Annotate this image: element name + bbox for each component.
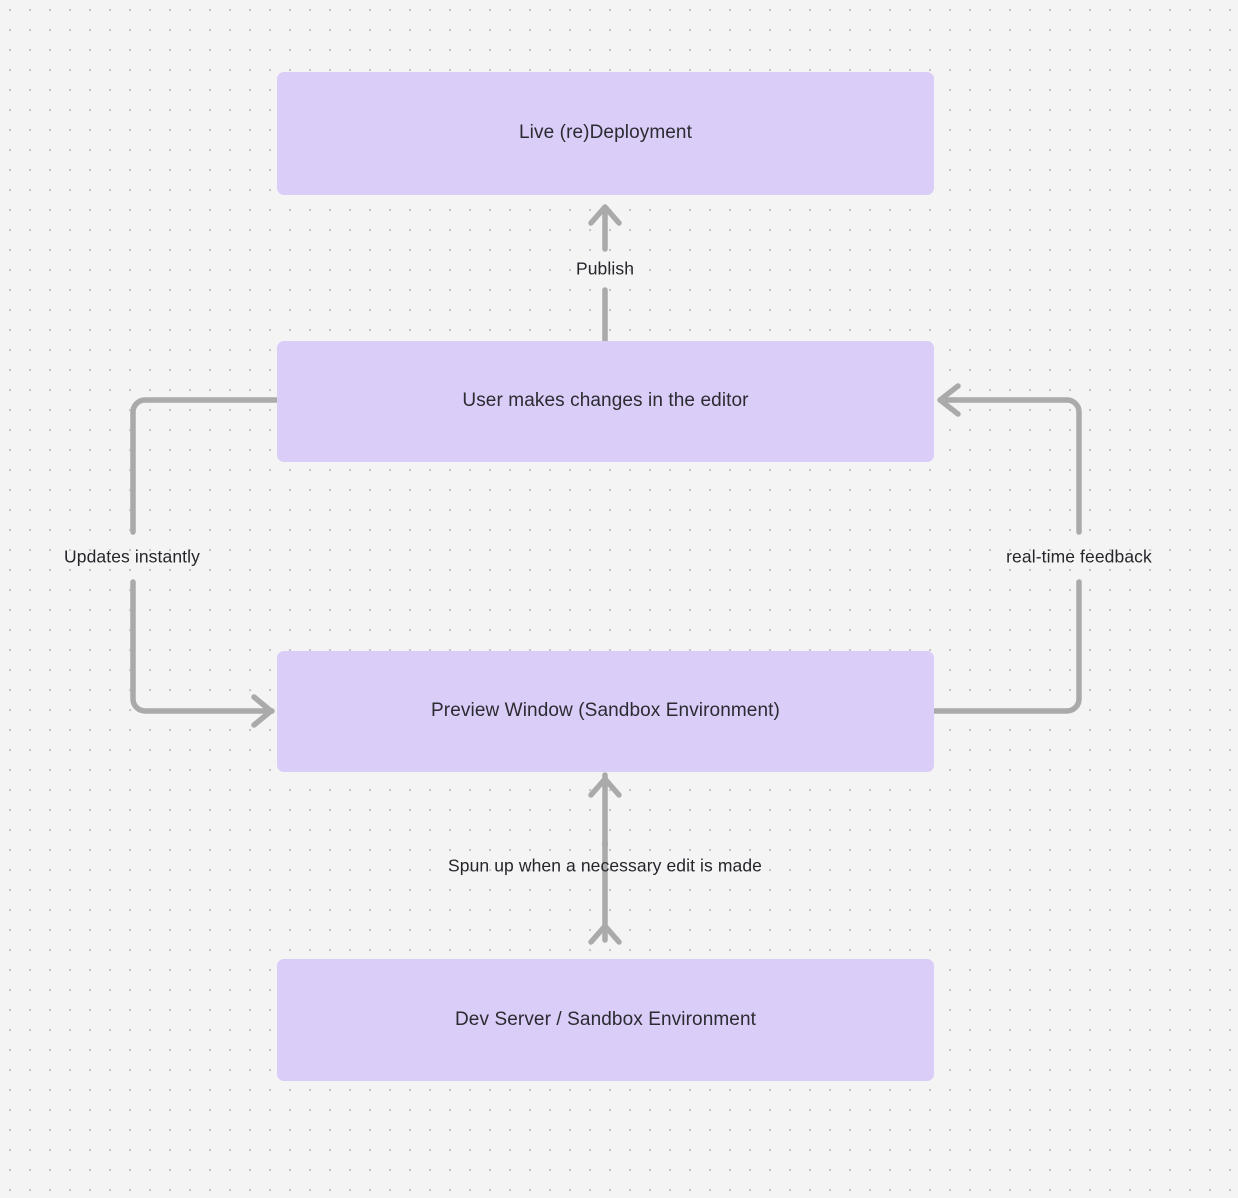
node-preview-window[interactable]: Preview Window (Sandbox Environment): [277, 651, 934, 772]
edge-label-publish: Publish: [575, 258, 635, 279]
node-dev-server[interactable]: Dev Server / Sandbox Environment: [277, 959, 934, 1081]
node-label: Live (re)Deployment: [519, 122, 692, 144]
node-user-edits[interactable]: User makes changes in the editor: [277, 341, 934, 462]
edge-label-real-time-feedback: real-time feedback: [1006, 546, 1152, 567]
node-label: Dev Server / Sandbox Environment: [454, 1008, 756, 1030]
edge-label-updates-instantly: Updates instantly: [64, 546, 200, 567]
node-label: Preview Window (Sandbox Environment): [431, 700, 780, 722]
node-live-deployment[interactable]: Live (re)Deployment: [277, 72, 934, 195]
node-label: User makes changes in the editor: [462, 390, 749, 412]
edge-label-spun-up: Spun up when a necessary edit is made: [447, 855, 763, 876]
